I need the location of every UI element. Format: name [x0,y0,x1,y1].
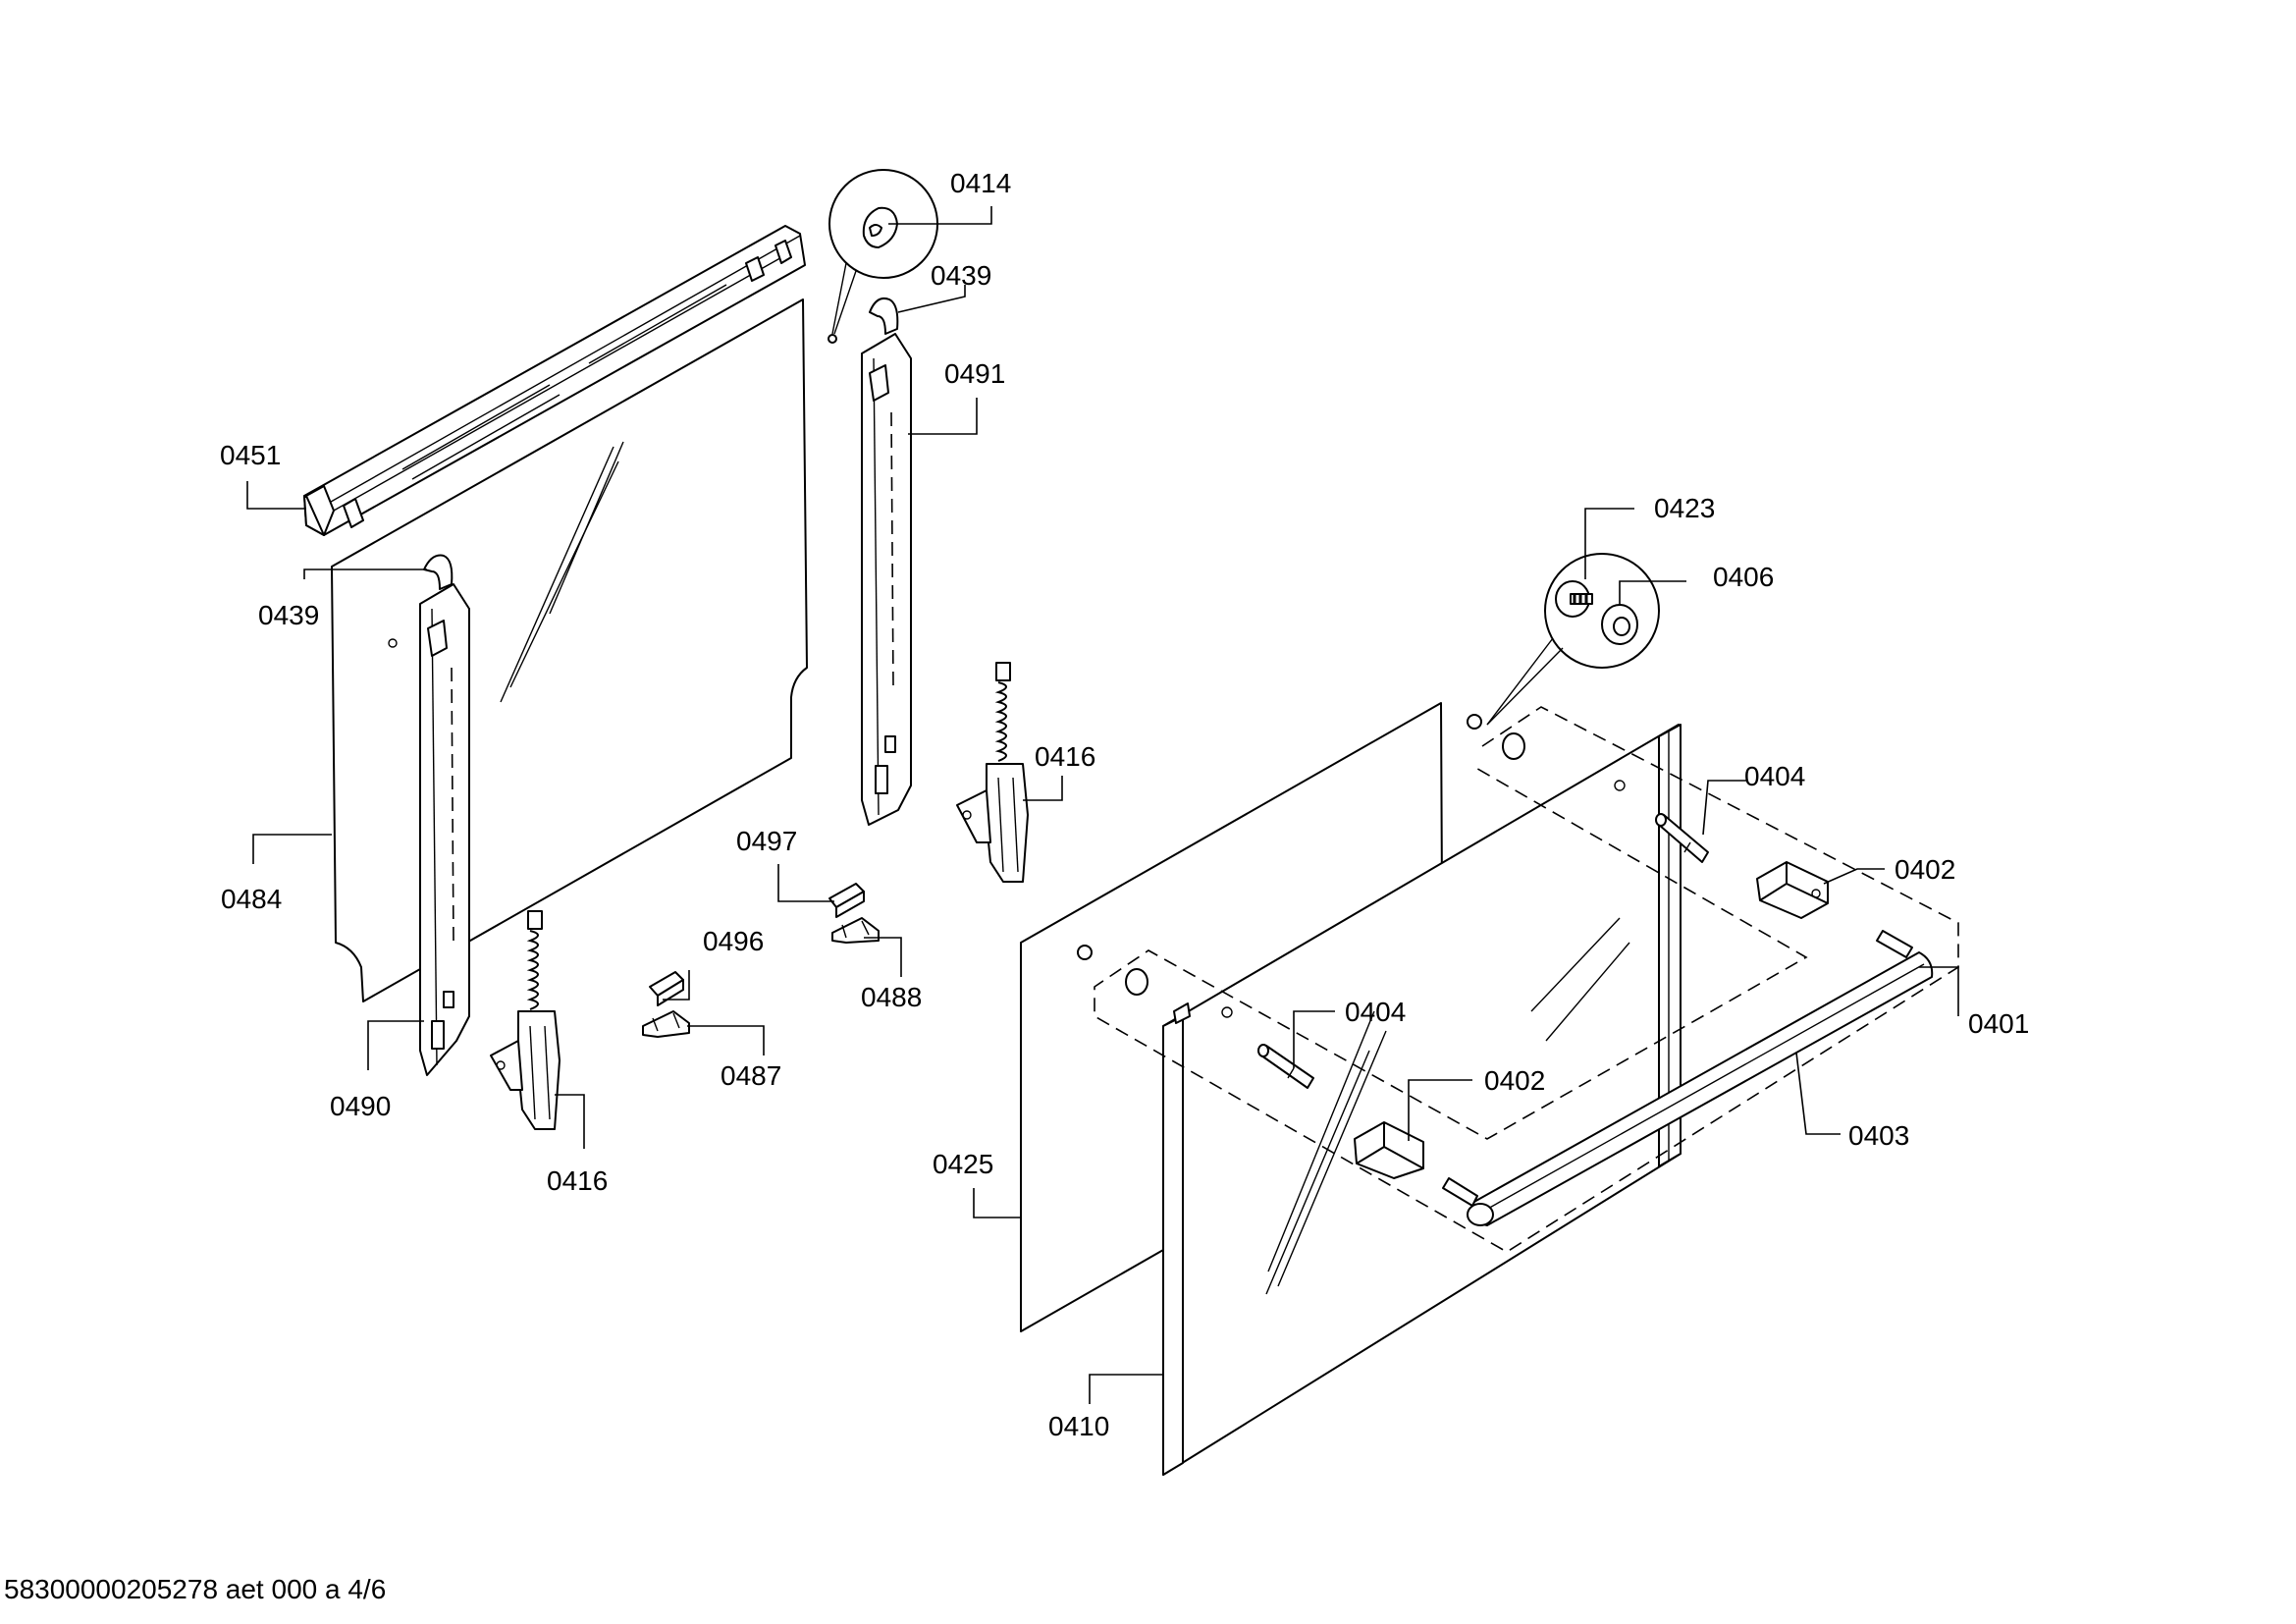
label-0439-lower: 0439 [258,600,319,630]
drawing-reference-footer: 58300000205278 aet 000 a 4/6 [4,1574,386,1604]
label-0425: 0425 [933,1149,993,1179]
leader-lines [246,206,1959,1404]
clip-0439-right [869,297,899,335]
label-0402-lower: 0402 [1484,1065,1545,1096]
hinge-0416-left [490,910,561,1130]
label-0403: 0403 [1848,1120,1909,1151]
handle-holder-0402-upper [1756,861,1829,919]
label-0487: 0487 [721,1060,781,1091]
label-0488: 0488 [861,982,922,1012]
label-0423: 0423 [1654,493,1715,523]
hinge-bracket-0491 [861,333,912,826]
label-0416-lower: 0416 [547,1165,608,1196]
label-0410: 0410 [1048,1411,1109,1441]
pin-0404-upper [1655,813,1709,863]
label-0401: 0401 [1968,1008,2029,1039]
clip-0439-left [423,554,454,590]
detail-circle-0423-0406 [1486,553,1660,726]
label-0439-upper: 0439 [931,260,991,291]
label-0491: 0491 [944,358,1005,389]
label-0496: 0496 [703,926,764,956]
clip-0497 [828,883,865,918]
label-0497: 0497 [736,826,797,856]
door-handle-bar-0403 [1442,930,1934,1226]
hinge-0416-right [956,662,1029,883]
top-cover-profile-0451 [303,225,806,536]
label-0490: 0490 [330,1091,391,1121]
mounting-plane-dashed [1077,706,1959,1253]
handle-holder-0402-lower [1354,1121,1424,1179]
label-0402-upper: 0402 [1895,854,1955,885]
label-0414: 0414 [950,168,1011,198]
label-0404-upper: 0404 [1744,761,1805,791]
inner-glass-panel-0484 [331,298,808,1002]
label-0406: 0406 [1713,562,1774,592]
clip-0487 [642,1010,690,1038]
outer-door-glass-0410 [1162,724,1682,1476]
label-0451: 0451 [220,440,281,470]
part-labels: 0414 0439 0491 0451 0439 0484 0490 0416 … [220,168,2029,1441]
label-0416-upper: 0416 [1035,741,1095,772]
clip-0488 [831,917,880,944]
pin-0404-lower [1257,1044,1314,1089]
label-0484: 0484 [221,884,282,914]
detail-circle-0414 [828,169,938,344]
clip-0496 [649,971,684,1006]
label-0404-lower: 0404 [1345,997,1406,1027]
hinge-bracket-0490 [419,583,470,1076]
